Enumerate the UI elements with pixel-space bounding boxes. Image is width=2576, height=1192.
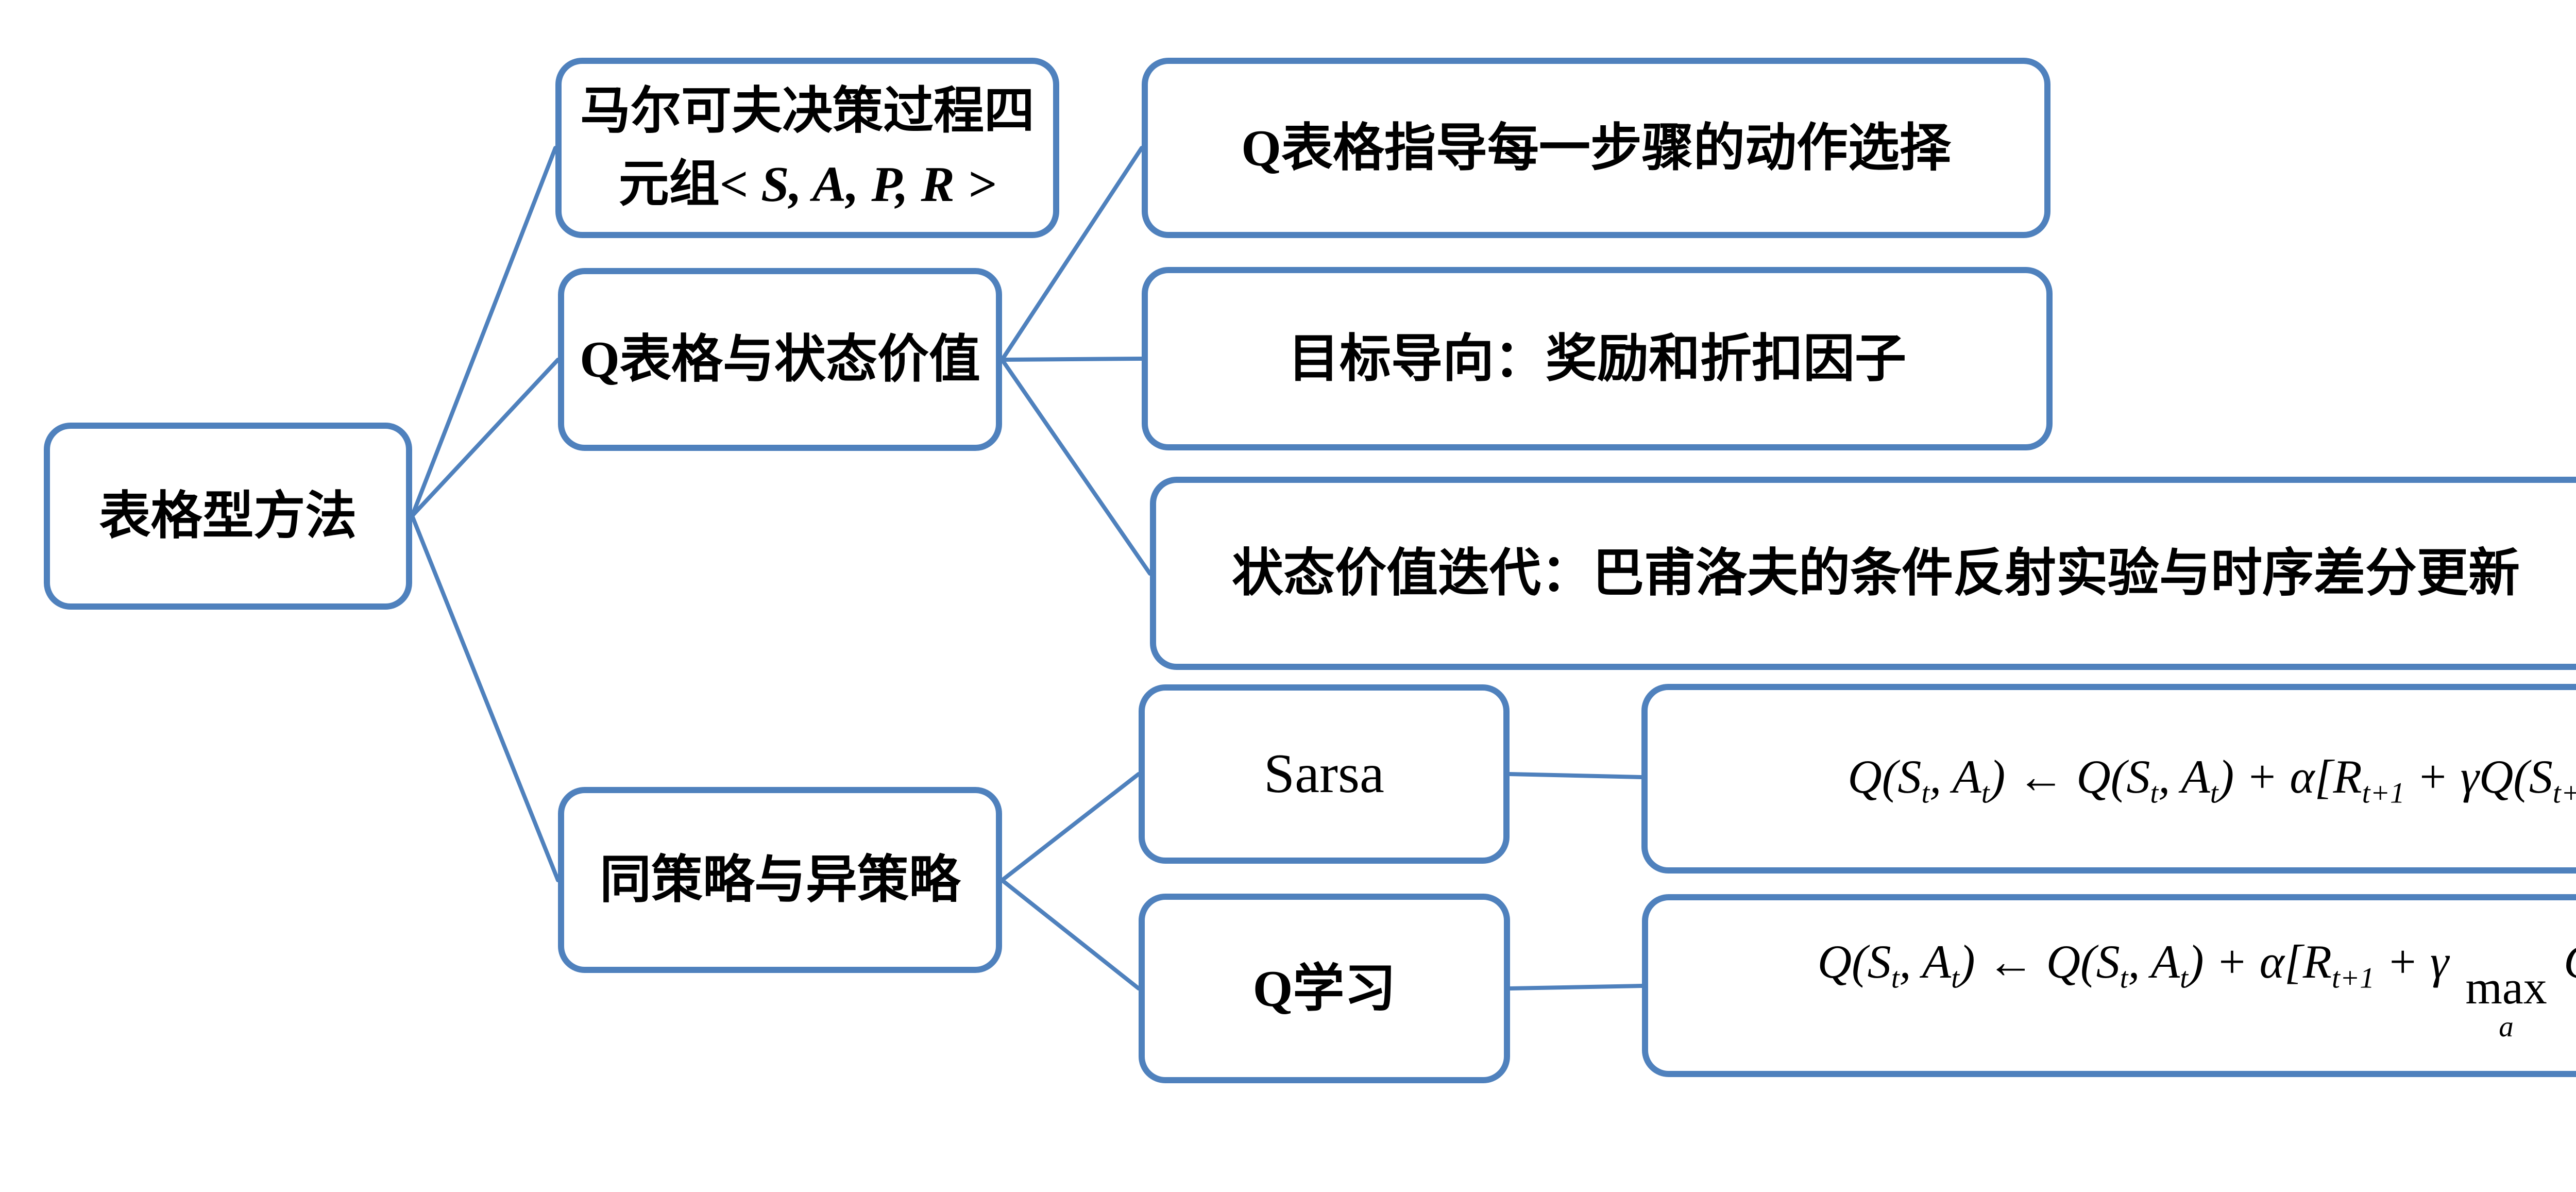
connector-policy-sarsa: [1000, 772, 1141, 882]
connector-qtable-valueiter: [1000, 358, 1152, 576]
connector-qtable-goal: [1000, 357, 1144, 362]
node-on-off-policy: 同策略与异策略: [558, 787, 1002, 973]
connector-root-qtable: [410, 358, 560, 518]
leaf-sarsa: Sarsa: [1139, 684, 1510, 864]
node-qtable-state-value: Q表格与状态价值: [558, 268, 1002, 451]
connector-root-mdp: [410, 146, 557, 518]
leaf-sarsa-label: Sarsa: [1264, 743, 1384, 804]
leaf-state-value-iteration-label: 状态价值迭代：巴甫洛夫的条件反射实验与时序差分更新: [1232, 545, 2520, 602]
connector-root-policy: [410, 514, 560, 882]
connector-policy-qlearn: [1000, 878, 1141, 990]
node-tabular-methods: 表格型方法: [44, 423, 412, 610]
leaf-qtable-action-selection: Q表格指导每一步骤的动作选择: [1142, 58, 2050, 238]
formula-sarsa-update-text: Q(St, At) ← Q(St, At) + α[Rt+1 + γQ(St+1…: [1848, 750, 2576, 810]
node-mdp-tuple-label: 马尔可夫决策过程四元组< S, A, P, R >: [580, 83, 1035, 212]
mdp-tuple-math: < S, A, P, R >: [719, 157, 996, 212]
leaf-goal-reward-discount: 目标导向：奖励和折扣因子: [1142, 267, 2053, 450]
leaf-q-learning: Q学习: [1139, 894, 1510, 1083]
connector-qtable-qguide: [1000, 146, 1144, 362]
node-on-off-policy-label: 同策略与异策略: [600, 851, 960, 909]
node-tabular-methods-label: 表格型方法: [99, 488, 357, 545]
connector-sarsa-formula: [1507, 772, 1643, 779]
formula-sarsa-update: Q(St, At) ← Q(St, At) + α[Rt+1 + γQ(St+1…: [1641, 684, 2576, 874]
leaf-state-value-iteration: 状态价值迭代：巴甫洛夫的条件反射实验与时序差分更新: [1150, 477, 2576, 670]
leaf-goal-reward-discount-label: 目标导向：奖励和折扣因子: [1288, 330, 1906, 388]
leaf-qtable-action-selection-label: Q表格指导每一步骤的动作选择: [1241, 119, 1951, 177]
node-qtable-state-value-label: Q表格与状态价值: [580, 331, 980, 388]
leaf-q-learning-label: Q学习: [1252, 960, 1396, 1017]
node-mdp-tuple: 马尔可夫决策过程四元组< S, A, P, R >: [555, 58, 1059, 238]
connector-qlearn-formula: [1508, 984, 1644, 990]
